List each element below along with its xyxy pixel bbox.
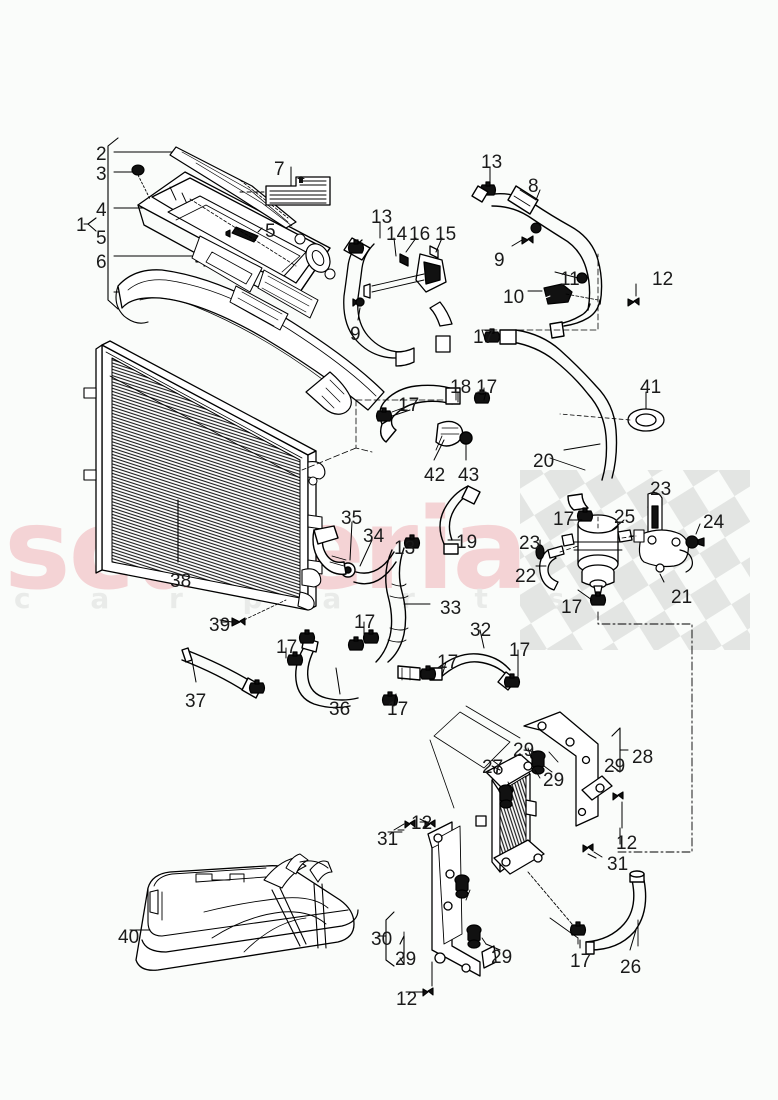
callout-13c: 13 (394, 538, 416, 559)
callout-16: 16 (409, 224, 431, 245)
callout-17i: 17 (437, 652, 459, 673)
callout-29d: 29 (395, 949, 417, 970)
callout-9b: 9 (494, 250, 505, 271)
callout-32: 32 (470, 620, 492, 641)
callout-13a: 13 (371, 207, 393, 228)
callout-17a: 17 (473, 327, 495, 348)
callout-36: 36 (329, 699, 351, 720)
callout-17g: 17 (354, 612, 376, 633)
callout-15: 15 (435, 224, 457, 245)
callout-29a: 29 (513, 740, 535, 761)
callout-13b: 13 (481, 152, 503, 173)
callout-23a: 23 (650, 479, 672, 500)
callout-8: 8 (528, 176, 539, 197)
callout-22: 22 (515, 566, 537, 587)
callout-28: 28 (632, 747, 654, 768)
callout-10: 10 (503, 287, 525, 308)
callout-18: 18 (450, 377, 472, 398)
callout-37: 37 (185, 691, 207, 712)
callout-17h: 17 (387, 699, 409, 720)
callout-1: 1 (76, 215, 87, 236)
callout-6: 6 (96, 252, 107, 273)
callout-17j: 17 (509, 640, 531, 661)
callout-33: 33 (440, 598, 462, 619)
callout-21: 21 (671, 587, 693, 608)
callout-17e: 17 (561, 597, 583, 618)
callout-31a: 31 (377, 829, 399, 850)
callout-42: 42 (424, 465, 446, 486)
callout-20: 20 (533, 451, 555, 472)
callout-30: 30 (371, 929, 393, 950)
callout-5b: 5 (265, 221, 276, 242)
callout-9a: 9 (350, 324, 361, 345)
callout-17f: 17 (276, 637, 298, 658)
callout-27: 27 (482, 757, 504, 778)
callout-19: 19 (456, 532, 478, 553)
callout-3: 3 (96, 164, 107, 185)
callout-38: 38 (170, 571, 192, 592)
callout-40: 40 (118, 927, 140, 948)
callout-29b: 29 (543, 770, 565, 791)
callout-17d: 17 (553, 509, 575, 530)
callout-12b: 12 (411, 813, 433, 834)
callout-5: 5 (96, 228, 107, 249)
callout-14: 14 (386, 224, 408, 245)
callout-24: 24 (703, 512, 725, 533)
callout-12d: 12 (396, 989, 418, 1010)
callout-41: 41 (640, 377, 662, 398)
callout-43: 43 (458, 465, 480, 486)
callout-35: 35 (341, 508, 363, 529)
callout-39: 39 (209, 615, 231, 636)
callout-25: 25 (614, 507, 636, 528)
callout-12a: 12 (652, 269, 674, 290)
callout-11: 11 (560, 269, 580, 290)
callout-26: 26 (620, 957, 642, 978)
callout-31b: 31 (607, 854, 629, 875)
callout-4: 4 (96, 200, 107, 221)
callout-29e: 29 (491, 947, 513, 968)
callout-2: 2 (96, 144, 107, 165)
callout-23b: 23 (519, 533, 541, 554)
callout-17c: 17 (476, 377, 498, 398)
callout-34: 34 (363, 526, 385, 547)
callout-29c: 29 (604, 756, 626, 777)
callout-17k: 17 (570, 951, 592, 972)
callout-7: 7 (274, 159, 285, 180)
callout-12c: 12 (616, 833, 638, 854)
callout-17b: 17 (398, 395, 420, 416)
